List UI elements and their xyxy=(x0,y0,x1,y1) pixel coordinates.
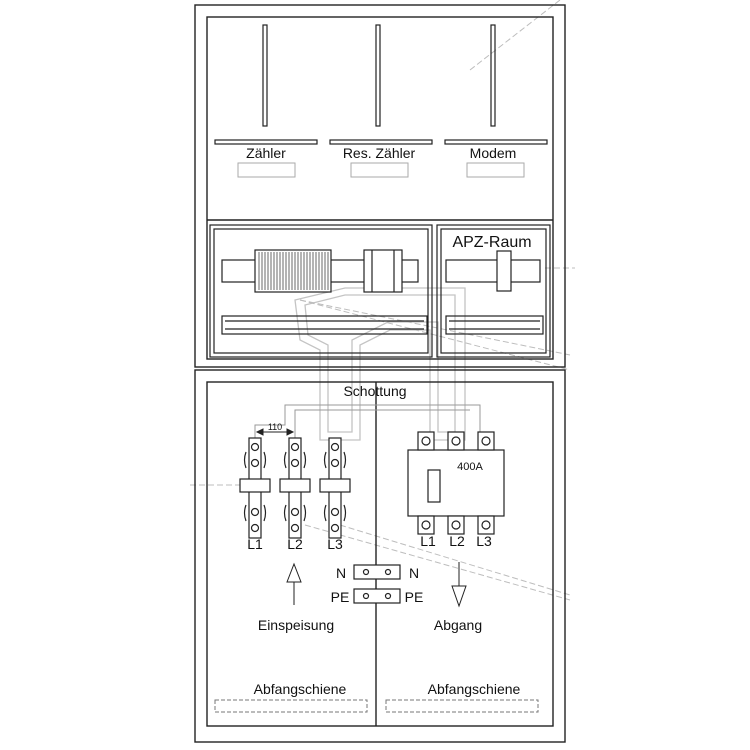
right-phase-l1: L1 xyxy=(420,533,436,549)
fuse-base-part xyxy=(330,458,340,468)
fuse-base-part xyxy=(243,504,267,522)
feed-arrow-icon xyxy=(286,562,302,605)
rail-label-left: Abfangschiene xyxy=(254,681,347,697)
apz-label: APZ-Raum xyxy=(452,234,531,251)
meter-section xyxy=(214,24,548,145)
fuse-base xyxy=(319,437,351,539)
pe-label-left: PE xyxy=(331,589,350,605)
fuse-base-part xyxy=(243,451,267,469)
outgoing-label: Abgang xyxy=(434,617,482,633)
fuse-base-part xyxy=(330,507,340,517)
watermark-logo xyxy=(294,287,466,441)
feed-label: Einspeisung xyxy=(258,617,334,633)
left-phase-l2: L2 xyxy=(287,536,303,552)
fuse-base-part xyxy=(250,507,260,517)
partition-label: Schottung xyxy=(343,383,406,399)
cabinet-outline xyxy=(194,4,566,743)
terminal-blocks xyxy=(353,564,401,604)
n-label-right: N xyxy=(409,565,419,581)
fuse-base-part xyxy=(250,523,260,533)
main-breaker xyxy=(407,431,505,535)
right-phase-l3: L3 xyxy=(476,533,492,549)
fuse-bases xyxy=(239,437,351,539)
fuse-base-part xyxy=(239,478,271,493)
spacing-label: 110 xyxy=(268,422,282,432)
fuse-base-part xyxy=(323,451,347,469)
breaker-rating: 400A xyxy=(457,461,483,473)
fuse-base-part xyxy=(290,442,300,452)
fuse-base-part xyxy=(283,504,307,522)
n-label-left: N xyxy=(336,565,346,581)
fuse-base-part xyxy=(250,458,260,468)
fuse-base xyxy=(239,437,271,539)
fuse-base-part xyxy=(330,523,340,533)
pe-label-right: PE xyxy=(405,589,424,605)
meter-label-zaehler: Zähler xyxy=(246,145,286,161)
fuse-base-part xyxy=(283,451,307,469)
fuse-base-part xyxy=(330,442,340,452)
rail-outlines xyxy=(214,699,539,713)
left-phase-l1: L1 xyxy=(247,536,263,552)
fuse-base-part xyxy=(290,507,300,517)
meter-label-res-zaehler: Res. Zähler xyxy=(343,145,416,161)
right-phase-l2: L2 xyxy=(449,533,465,549)
fuse-base-part xyxy=(323,504,347,522)
fuse-base xyxy=(279,437,311,539)
outgoing-arrow-icon xyxy=(451,562,467,608)
fuse-base-part xyxy=(319,478,351,493)
meter-label-modem: Modem xyxy=(470,145,517,161)
partition-connector xyxy=(254,404,481,443)
fuse-base-part xyxy=(290,523,300,533)
left-phase-l3: L3 xyxy=(327,536,343,552)
meter-placeholder-boxes xyxy=(237,162,525,178)
watermark-lines xyxy=(190,0,575,601)
fuse-base-part xyxy=(279,478,311,493)
rail-label-right: Abfangschiene xyxy=(428,681,521,697)
fuse-ribs xyxy=(258,252,329,290)
fuse-base-part xyxy=(290,458,300,468)
fuse-base-part xyxy=(250,442,260,452)
spacing-dimension xyxy=(255,428,295,436)
